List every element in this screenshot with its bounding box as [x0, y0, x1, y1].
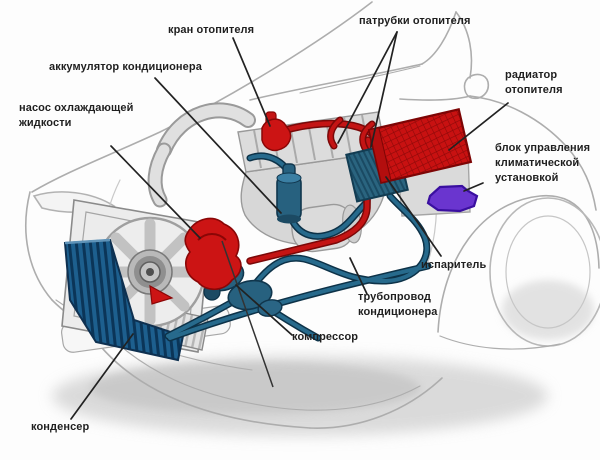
ac-pipes: [164, 152, 432, 342]
ac-accumulator: [276, 163, 302, 224]
climate-control-unit: [426, 184, 479, 213]
label-heater-radiator: радиатор отопителя: [505, 69, 563, 96]
label-heater-valve: кран отопителя: [168, 24, 255, 36]
heater-radiator: [367, 108, 473, 184]
label-ac-accumulator: аккумулятор кондиционера: [49, 61, 202, 73]
label-evaporator: испаритель: [421, 259, 487, 271]
label-ac-pipeline: трубопровод кондиционера: [358, 291, 438, 318]
leader-lines: [70, 31, 509, 420]
heater-valve: [261, 111, 292, 152]
label-heater-pipes: патрубки отопителя: [359, 15, 471, 27]
condenser: [63, 238, 185, 362]
label-climate-control-unit: блок управления климатической установкой: [495, 142, 591, 184]
label-compressor: компрессор: [292, 331, 359, 343]
car-shadow: [52, 280, 594, 436]
label-condenser: конденсер: [31, 421, 90, 433]
label-coolant-pump: насос охлаждающей жидкости: [19, 102, 134, 129]
artwork-line: [221, 240, 274, 388]
